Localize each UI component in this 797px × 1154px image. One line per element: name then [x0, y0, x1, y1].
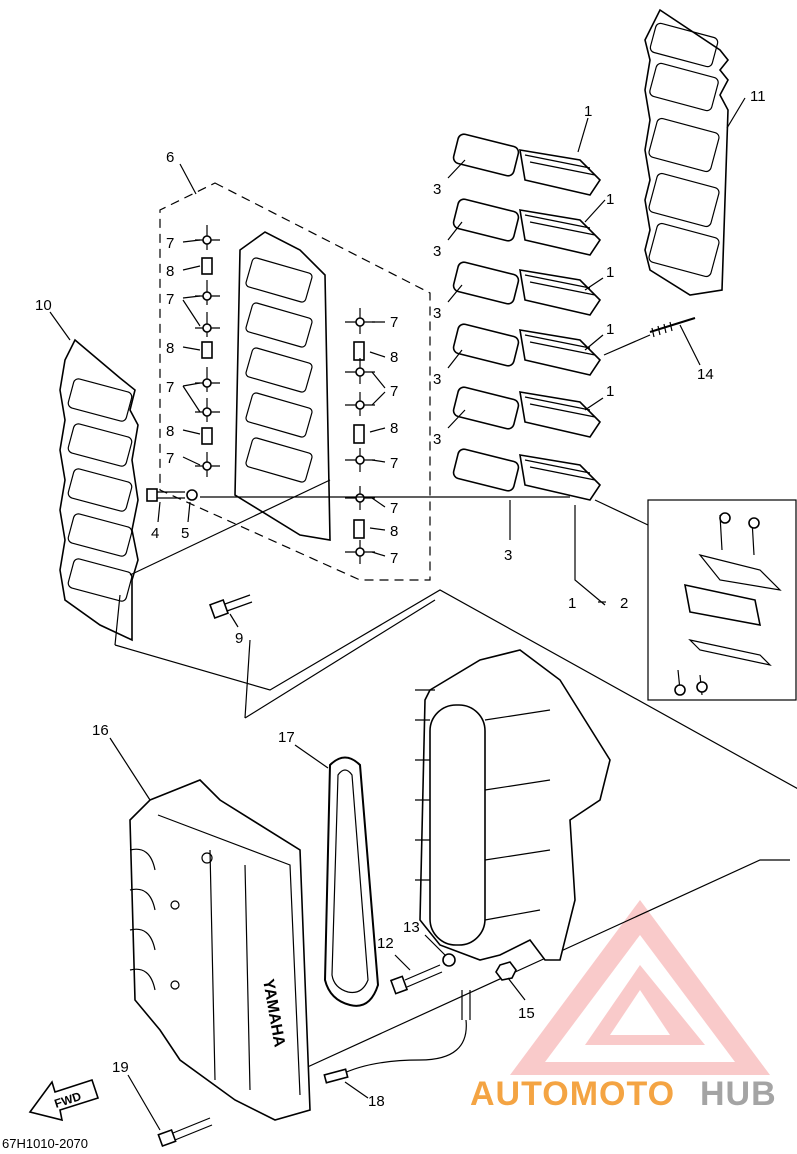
hose-18 [323, 990, 471, 1084]
fwd-arrow: FWD [28, 1078, 100, 1122]
callout-3c: 3 [433, 305, 441, 322]
callout-7d: 7 [166, 450, 174, 467]
callout-6: 6 [166, 149, 174, 166]
callout-2: 2 [620, 595, 628, 612]
callout-10: 10 [35, 297, 52, 314]
callout-3d: 3 [433, 371, 441, 388]
reed-valve [519, 391, 602, 438]
callout-7e: 7 [390, 314, 398, 331]
callout-8a: 8 [166, 263, 174, 280]
callout-15: 15 [518, 1005, 535, 1022]
bolt-19 [157, 1117, 213, 1148]
bolt-9 [209, 594, 253, 619]
callout-7i: 7 [390, 550, 398, 567]
detail-box-2 [647, 499, 797, 701]
callout-16: 16 [92, 722, 109, 739]
callout-3f: 3 [504, 547, 512, 564]
bolt-12 [389, 964, 443, 995]
callout-3a: 3 [433, 181, 441, 198]
callout-1f: 1 [568, 595, 576, 612]
callout-4: 4 [151, 525, 159, 542]
crankcase [415, 649, 611, 961]
callout-8b: 8 [166, 340, 174, 357]
callout-13: 13 [403, 919, 420, 936]
reed-valve [519, 149, 602, 196]
callout-12: 12 [377, 935, 394, 952]
callout-3e: 3 [433, 431, 441, 448]
callout-11: 11 [750, 88, 766, 105]
callout-1a: 1 [584, 103, 592, 120]
callout-1d: 1 [606, 321, 614, 338]
callout-7c: 7 [166, 379, 174, 396]
gasket-11 [644, 8, 730, 296]
callout-1c: 1 [606, 264, 614, 281]
reed-gaskets-column [452, 133, 520, 492]
fittings-left [195, 225, 220, 477]
callout-5: 5 [181, 525, 189, 542]
callout-8e: 8 [390, 420, 398, 437]
watermark-part1: AUTOMOTO [470, 1075, 675, 1113]
reed-valves-column [519, 149, 602, 501]
callout-17: 17 [278, 729, 295, 746]
cover-16: YAMAHA [129, 779, 311, 1121]
stud-14 [649, 317, 696, 338]
watermark-text: AUTOMOTO HUB [470, 1075, 777, 1113]
reed-block-plate [234, 231, 331, 541]
callout-7a: 7 [166, 235, 174, 252]
callout-19: 19 [112, 1059, 129, 1076]
watermark-logo [510, 900, 770, 1075]
washer-5 [186, 489, 198, 501]
callout-1e: 1 [606, 383, 614, 400]
reed-valve [519, 209, 602, 256]
gasket-10 [59, 338, 139, 642]
callout-18: 18 [368, 1093, 385, 1110]
callout-7h: 7 [390, 500, 398, 517]
callout-8c: 8 [166, 423, 174, 440]
diagram-code: 67H1010-2070 [2, 1136, 88, 1151]
fittings-right [345, 308, 375, 564]
reed-valve [519, 269, 602, 316]
callout-7g: 7 [390, 455, 398, 472]
nut-15 [495, 961, 517, 981]
callout-9: 9 [235, 630, 243, 647]
callout-1b: 1 [606, 191, 614, 208]
seal-17 [323, 756, 380, 1007]
reed-valve [519, 329, 602, 376]
leader-lines [49, 97, 746, 1131]
washer-13 [442, 953, 456, 967]
reference-lines [114, 334, 797, 1076]
callout-14: 14 [697, 366, 714, 383]
assembly-outline-6 [159, 182, 431, 581]
callout-labels: 1 1 1 1 1 1 2 3 3 3 3 3 3 4 5 6 7 8 7 8 … [35, 88, 766, 1110]
watermark-part2: HUB [700, 1075, 777, 1113]
callout-8f: 8 [390, 523, 398, 540]
callout-3b: 3 [433, 243, 441, 260]
callout-8d: 8 [390, 349, 398, 366]
callout-7f: 7 [390, 383, 398, 400]
reed-valve [519, 454, 602, 501]
callout-7b: 7 [166, 291, 174, 308]
bolt-4 [146, 488, 185, 502]
